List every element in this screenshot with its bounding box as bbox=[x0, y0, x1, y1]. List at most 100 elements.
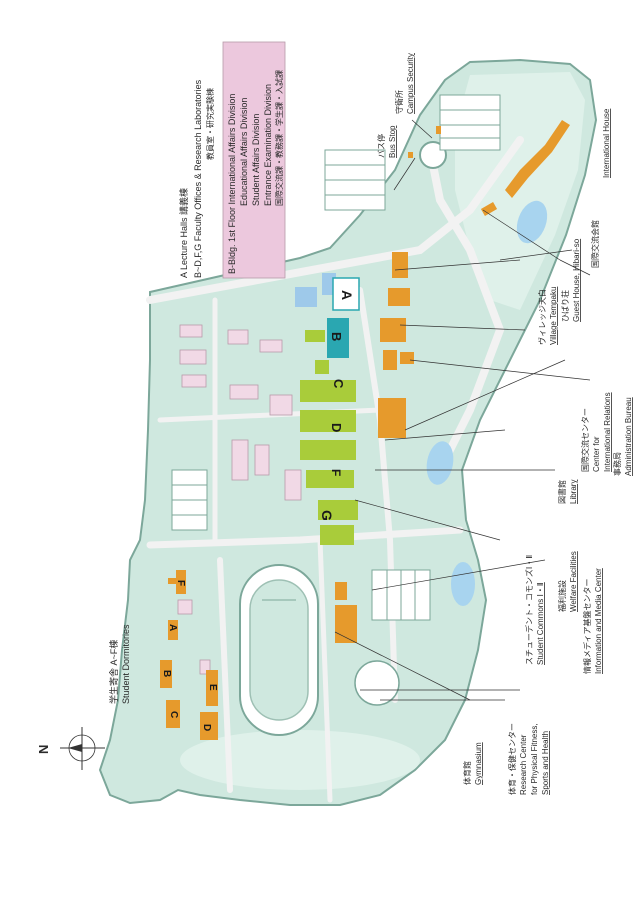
admin-label-jp: 事務局 bbox=[612, 452, 622, 476]
dormitory-building bbox=[160, 660, 172, 688]
library-label-en: Library bbox=[569, 480, 578, 504]
admin-label-en: Administration Bureau bbox=[624, 397, 633, 476]
legend-faculty-offices-jp: 教員室・研究実験棟 bbox=[205, 88, 215, 160]
building-a-label: A bbox=[339, 290, 355, 300]
road-segment bbox=[217, 557, 233, 793]
building-green bbox=[315, 360, 329, 374]
dorm-f-label: F bbox=[175, 580, 186, 586]
building-green bbox=[300, 410, 356, 432]
building-a-lecture-halls bbox=[332, 277, 360, 311]
building-pink bbox=[254, 444, 270, 476]
north-label: N bbox=[36, 745, 51, 754]
gymnasium-dome bbox=[354, 660, 400, 706]
building-pink bbox=[229, 384, 259, 400]
welfare-label-en: Welfare Facilities bbox=[569, 551, 578, 612]
dorms-label-en: Student Dormitories bbox=[121, 624, 131, 704]
building-orange bbox=[400, 352, 414, 364]
building-orange bbox=[383, 350, 397, 370]
orange-buildings bbox=[335, 120, 570, 643]
building-green bbox=[306, 470, 354, 488]
building-pink bbox=[199, 659, 211, 675]
building-green bbox=[305, 330, 325, 342]
pond-east bbox=[516, 200, 548, 244]
guest-house-label-jp: ひばり荘 bbox=[560, 290, 570, 322]
dorm-d-label: D bbox=[201, 724, 212, 731]
legend-divisions-jp: 国際交流課・教務課・学生課・入試課 bbox=[274, 70, 284, 206]
building-pink bbox=[269, 394, 293, 416]
legend-lecture-halls: A Lecture Halls 講義棟 bbox=[178, 188, 189, 278]
health-center-label-en2: for Physical Fitness, bbox=[530, 723, 539, 795]
health-center-label-en3: Sports and Health bbox=[541, 731, 550, 795]
building-blue bbox=[295, 287, 317, 307]
road-segment bbox=[317, 537, 333, 803]
legend-pink-box bbox=[222, 41, 286, 279]
dormitory-building bbox=[166, 700, 180, 728]
intl-relations-label-jp: 国際交流センター bbox=[580, 408, 590, 472]
building-b bbox=[327, 318, 349, 358]
dorm-b-label: B bbox=[161, 670, 172, 677]
dormitory-building bbox=[168, 620, 178, 640]
building-orange bbox=[378, 398, 406, 438]
building-pink bbox=[179, 324, 203, 338]
building-pink bbox=[181, 374, 207, 388]
dorm-e-label: E bbox=[207, 684, 218, 691]
building-orange bbox=[335, 582, 347, 600]
leader-lines bbox=[334, 119, 591, 701]
legend-student-affairs: Student Affairs Division bbox=[251, 114, 261, 206]
legend-entrance-exam: Entrance Examination Division bbox=[263, 84, 273, 206]
road-segment bbox=[146, 526, 464, 549]
building-c-label: C bbox=[331, 379, 346, 389]
pink-buildings bbox=[177, 324, 302, 675]
building-pink bbox=[177, 599, 193, 615]
legend: A Lecture Halls 講義棟 B~D,F,G Faculty Offi… bbox=[178, 41, 286, 279]
parking-grid-north bbox=[324, 94, 501, 211]
dormitory-building bbox=[176, 570, 186, 594]
dormitory-buildings bbox=[160, 570, 218, 740]
legend-b-bldg: B-Bldg. 1st Floor International Affairs … bbox=[227, 94, 237, 274]
media-center-label-jp: 情報メディア基盤センター bbox=[582, 579, 592, 674]
building-orange bbox=[436, 126, 441, 134]
green-buildings bbox=[300, 330, 358, 545]
intl-relations-label-en2: International Relations bbox=[603, 392, 612, 472]
security-label-jp: 守衛所 bbox=[394, 90, 404, 114]
road-segment bbox=[426, 146, 505, 474]
intl-house-label-jp: 国際交流会館 bbox=[590, 220, 600, 268]
building-pink bbox=[227, 329, 249, 345]
map-labels: 学生寄舎 A~F棟 Student Dormitories バス停 Bus St… bbox=[108, 53, 633, 795]
athletic-field bbox=[239, 564, 319, 736]
pond-south bbox=[451, 562, 475, 606]
health-center-label-jp: 体育・保健センター bbox=[507, 723, 517, 795]
building-orange bbox=[388, 288, 410, 306]
legend-faculty-offices: B~D,F,G Faculty Offices & Research Labor… bbox=[193, 79, 203, 278]
security-label-en: Campus Security bbox=[406, 53, 415, 114]
gymnasium-label-jp: 体育館 bbox=[462, 761, 472, 785]
village-label-en: Village Tempaku bbox=[549, 287, 558, 345]
dormitory-building bbox=[206, 670, 218, 706]
welfare-label-jp: 福利施設 bbox=[557, 580, 567, 612]
village-label-jp: ヴィレッジ天白 bbox=[537, 289, 547, 345]
legend-educational-affairs: Educational Affairs Division bbox=[239, 98, 249, 206]
dorm-a-label: A bbox=[167, 624, 178, 631]
commons-label-jp: スチューデント・コモンズⅠ・Ⅱ bbox=[524, 555, 534, 665]
intl-relations-label-en1: Center for bbox=[592, 436, 601, 472]
building-pink bbox=[179, 349, 207, 365]
building-green bbox=[300, 380, 356, 402]
green-area-south bbox=[180, 730, 420, 790]
intl-house-label-en: International House bbox=[602, 108, 611, 178]
building-orange bbox=[380, 318, 406, 342]
bus-stop-label-en: Bus Stop bbox=[388, 125, 397, 158]
health-center-label-en1: Research Center bbox=[519, 734, 528, 795]
building-guest-house bbox=[480, 202, 498, 216]
building-pink bbox=[231, 439, 249, 481]
building-green bbox=[300, 440, 356, 460]
building-pink bbox=[284, 469, 302, 501]
building-pink bbox=[259, 339, 283, 353]
building-green bbox=[318, 500, 358, 520]
building-orange bbox=[392, 252, 408, 278]
gymnasium-label-en: Gymnasium bbox=[474, 742, 483, 785]
building-green bbox=[320, 525, 354, 545]
commons-label-en: Student Commons Ⅰ・Ⅱ bbox=[536, 582, 545, 665]
library-label-jp: 図書館 bbox=[557, 480, 567, 504]
tennis-courts bbox=[171, 469, 431, 621]
